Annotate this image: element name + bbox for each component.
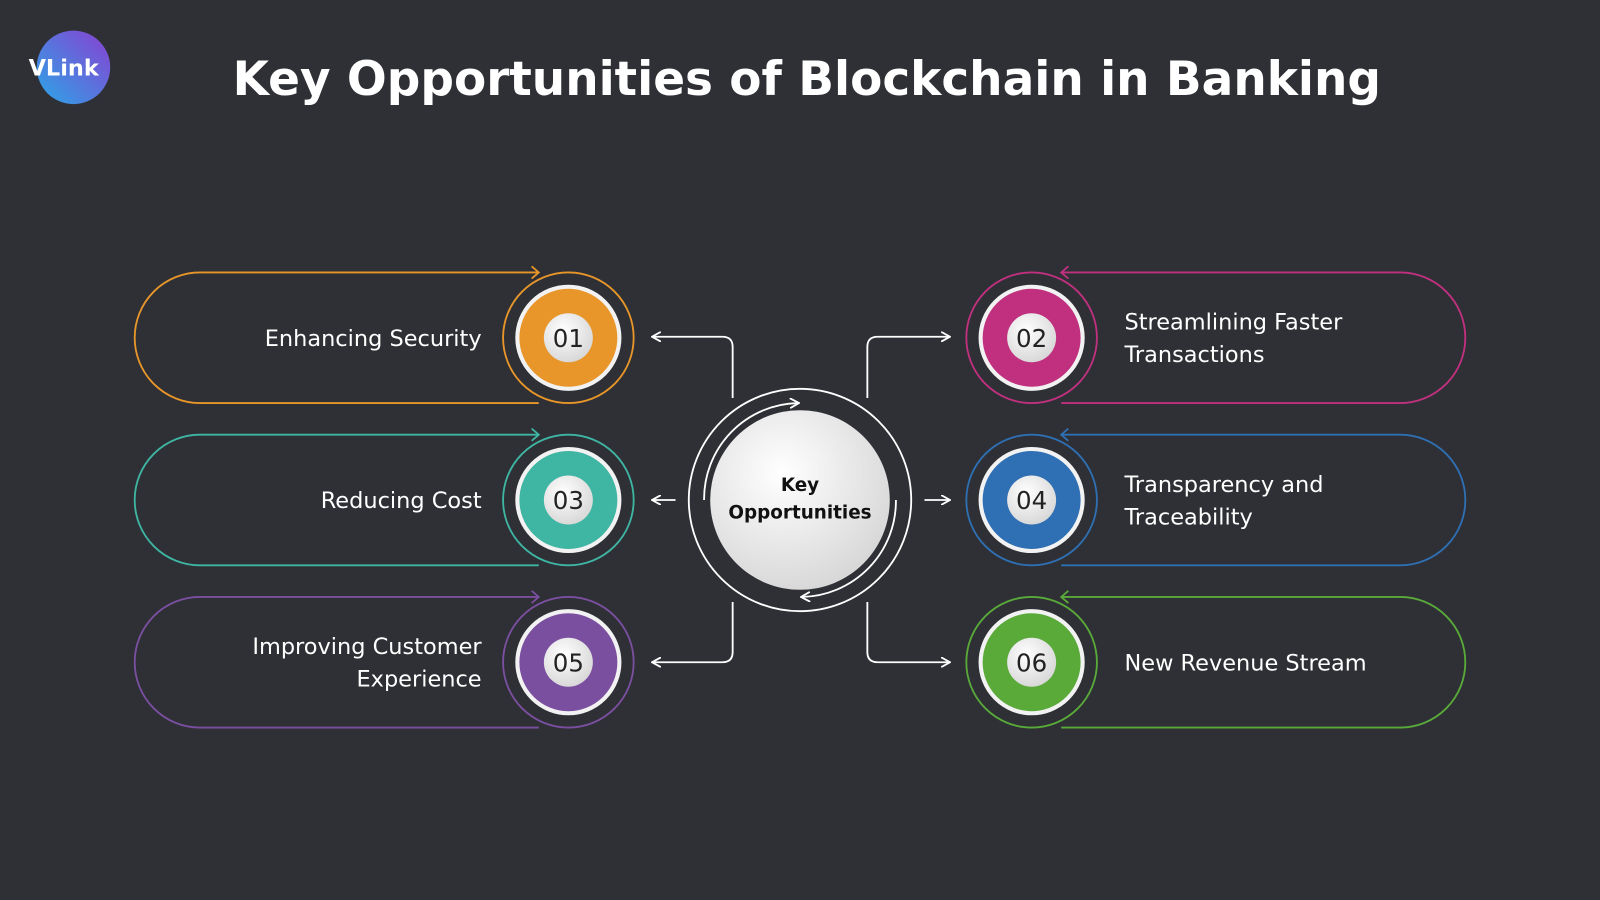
opportunity-label: Streamlining Faster xyxy=(1124,310,1343,336)
opportunity-label: Enhancing Security xyxy=(265,326,482,352)
opportunity-label: Traceability xyxy=(1123,504,1252,530)
opportunity-label: New Revenue Stream xyxy=(1124,650,1366,676)
number-disc xyxy=(1007,475,1057,525)
cycle-arrow-icon xyxy=(703,403,798,501)
arrow-to-05 xyxy=(653,602,734,662)
page-title: Key Opportunities of Blockchain in Banki… xyxy=(233,52,1381,107)
vlink-logo: VLink xyxy=(29,30,111,105)
opportunity-label: Reducing Cost xyxy=(321,488,482,514)
cycle-arrow-icon xyxy=(802,499,897,597)
number-disc xyxy=(543,637,593,687)
center-label-line1: Key xyxy=(781,475,819,496)
opportunity-01: 01 Enhancing Security xyxy=(133,265,635,404)
arrow-to-06 xyxy=(866,602,949,662)
number-label: 04 xyxy=(1016,486,1047,515)
opportunity-label: Transactions xyxy=(1123,342,1264,368)
number-disc xyxy=(1007,637,1057,687)
pill-outline xyxy=(133,271,539,404)
number-label: 06 xyxy=(1016,648,1047,677)
arrow-head-icon xyxy=(1059,265,1069,280)
opportunity-label: Transparency and xyxy=(1123,472,1323,498)
center-label-line2: Opportunities xyxy=(728,502,871,523)
number-label: 01 xyxy=(553,324,584,353)
number-disc xyxy=(543,475,593,525)
globe-icon xyxy=(36,30,111,105)
arrow-head-icon xyxy=(531,265,541,280)
pill-outline xyxy=(1061,596,1467,729)
opportunity-06: 06 New Revenue Stream xyxy=(965,590,1467,729)
number-disc xyxy=(543,313,593,363)
pill-outline xyxy=(1061,433,1467,567)
connectors xyxy=(653,337,949,663)
arrow-to-01 xyxy=(653,337,734,398)
number-label: 03 xyxy=(553,486,584,515)
opportunity-label: Experience xyxy=(356,667,481,693)
number-label: 05 xyxy=(553,648,584,677)
arrow-head-icon xyxy=(531,590,541,604)
pill-outline xyxy=(1061,271,1467,404)
number-label: 02 xyxy=(1016,324,1047,353)
pill-outline xyxy=(133,433,539,567)
arrow-to-02 xyxy=(866,337,949,398)
center-hub: Key Opportunities xyxy=(687,387,913,613)
arrow-head-icon xyxy=(1059,590,1069,604)
arrow-head-icon xyxy=(1059,427,1069,442)
opportunity-03: 03 Reducing Cost xyxy=(133,427,635,567)
number-disc xyxy=(1007,313,1057,363)
pill-outline xyxy=(133,596,539,729)
arrow-head-icon xyxy=(531,427,541,442)
logo-text: VLink xyxy=(29,56,100,82)
opportunity-label: Improving Customer xyxy=(252,634,482,660)
